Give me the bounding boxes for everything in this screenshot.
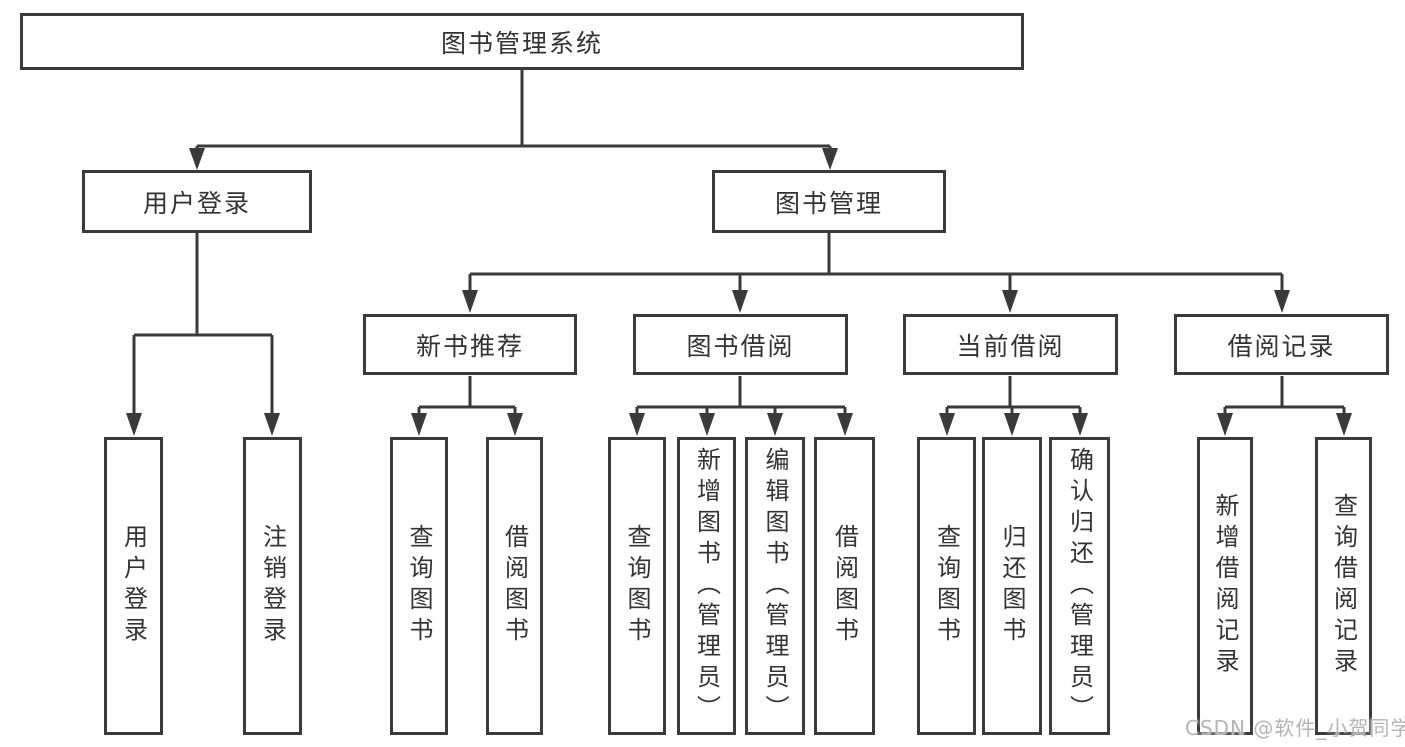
node-root-book-management-system: 图书管理系统 (20, 13, 1024, 70)
node-book-management-label: 图书管理 (774, 188, 883, 218)
leaf-borrow-books-label: 借阅图书 (830, 524, 859, 648)
leaf-add-borrow-record: 新增借阅记录 (1197, 437, 1253, 735)
leaf-add-books-admin: 新增图书（管理员） (677, 437, 736, 735)
csdn-watermark: CSDN @软件_小贺同学 (1185, 716, 1405, 740)
leaf-query-borrow-record-label: 查询借阅记录 (1329, 493, 1358, 679)
leaf-logout-label: 注销登录 (258, 524, 287, 648)
leaf-query-books-current-label: 查询图书 (932, 524, 961, 648)
node-current-borrow-label: 当前借阅 (956, 331, 1065, 361)
node-root-label: 图书管理系统 (440, 28, 603, 58)
leaf-return-books-label: 归还图书 (998, 524, 1026, 648)
leaf-borrow-books: 借阅图书 (814, 437, 875, 735)
connector-user-login-subtree (132, 233, 274, 416)
leaf-user-login: 用户登录 (104, 437, 163, 735)
leaf-edit-books-admin-label: 编辑图书（管理员） (761, 446, 789, 726)
leaf-add-books-admin-label: 新增图书（管理员） (692, 446, 721, 726)
leaf-return-books: 归还图书 (982, 437, 1042, 735)
node-new-book-recommend: 新书推荐 (363, 314, 577, 375)
leaf-borrow-books-recommend: 借阅图书 (486, 437, 543, 735)
node-book-borrow: 图书借阅 (633, 314, 848, 375)
connector-root-to-level2 (195, 70, 832, 150)
connector-borrow-records-subtree (1223, 376, 1346, 416)
leaf-user-login-label: 用户登录 (119, 524, 148, 648)
leaf-query-books-current: 查询图书 (917, 437, 976, 735)
leaf-query-books-borrow-label: 查询图书 (623, 524, 651, 648)
leaf-borrow-books-recommend-label: 借阅图书 (500, 524, 529, 648)
arrowheads (126, 148, 1352, 436)
leaf-edit-books-admin: 编辑图书（管理员） (745, 437, 805, 735)
leaf-query-borrow-record: 查询借阅记录 (1315, 437, 1372, 735)
node-new-book-recommend-label: 新书推荐 (415, 331, 524, 361)
connector-new-book-recommend-subtree (417, 376, 517, 416)
node-current-borrow: 当前借阅 (903, 314, 1118, 375)
connector-current-borrow-subtree (945, 376, 1082, 416)
connector-book-borrow-subtree (635, 376, 847, 416)
leaf-logout: 注销登录 (243, 437, 302, 735)
leaf-confirm-return-admin-label: 确认归还（管理员） (1065, 446, 1094, 726)
node-borrow-records-label: 借阅记录 (1227, 331, 1336, 361)
node-user-login: 用户登录 (82, 170, 312, 233)
leaf-query-books-borrow: 查询图书 (608, 437, 666, 735)
leaf-query-books-recommend: 查询图书 (390, 437, 448, 735)
leaf-add-borrow-record-label: 新增借阅记录 (1211, 493, 1239, 679)
node-borrow-records: 借阅记录 (1174, 314, 1389, 375)
node-user-login-label: 用户登录 (142, 188, 251, 218)
connector-book-management-to-level3 (468, 233, 1284, 293)
leaf-query-books-recommend-label: 查询图书 (405, 524, 433, 648)
node-book-management: 图书管理 (712, 170, 946, 233)
leaf-confirm-return-admin: 确认归还（管理员） (1049, 437, 1110, 735)
node-book-borrow-label: 图书借阅 (686, 331, 795, 361)
